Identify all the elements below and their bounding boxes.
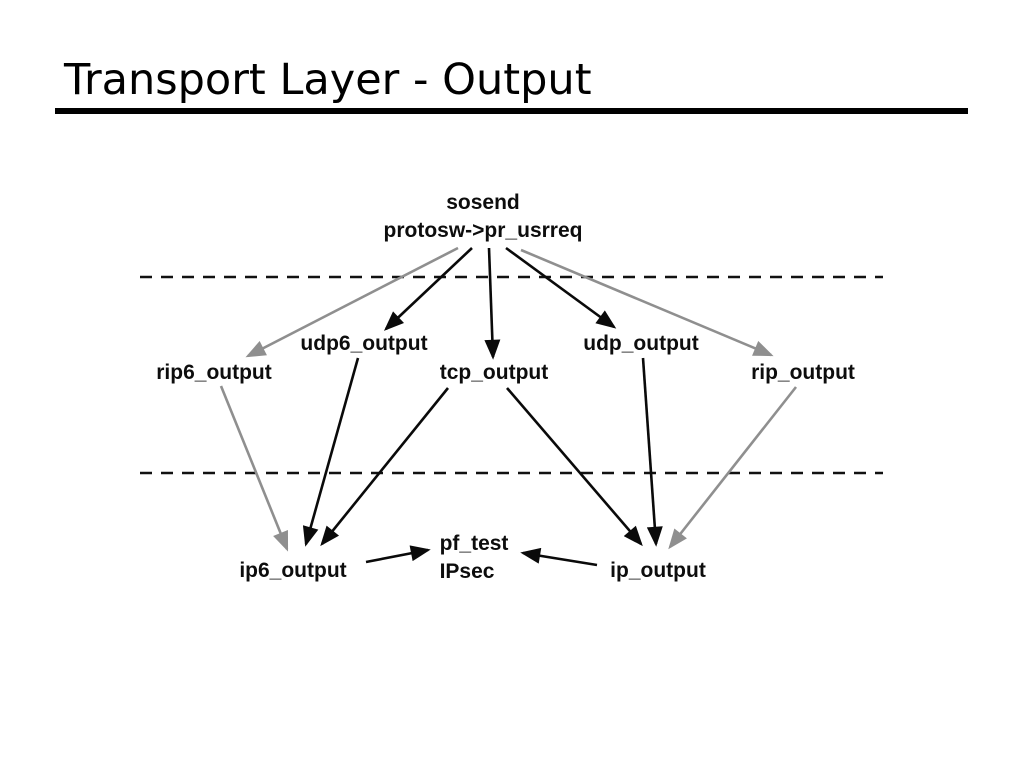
node-rip6-output: rip6_output [156,359,272,387]
arrow-ip-output-to-pf-test [520,547,598,567]
arrow-tcp-output-to-ip-output [506,387,643,547]
arrow-udp6-output-to-ip6-output [302,357,360,547]
node-udp-output: udp_output [583,330,698,358]
node-ip-output: ip_output [610,557,706,585]
arrow-rip6-output-to-ip6-output [219,385,289,552]
node-sosend: sosend protosw->pr_usrreq [384,189,583,245]
node-label: ip6_output [239,559,347,582]
node-label: protosw->pr_usrreq [383,219,583,242]
node-label: pf_test [439,532,509,555]
node-rip-output: rip_output [751,359,855,387]
arrow-sosend-to-tcp-output [484,247,501,360]
arrow-sosend-to-udp-output [505,246,617,329]
arrow-sosend-to-rip6-output [245,246,459,358]
node-label: rip6_output [156,361,272,384]
arrow-ip6-output-to-pf-test [365,545,431,564]
call-arrows [219,246,798,567]
arrow-udp-output-to-ip-output [641,357,663,547]
node-label: ip_output [610,559,706,582]
node-label: udp_output [583,332,699,355]
slide-title: Transport Layer - Output [64,55,592,105]
arrow-sosend-to-rip-output [520,248,774,357]
node-udp6-output: udp6_output [300,330,427,358]
arrow-rip-output-to-ip-output [668,386,798,550]
node-tcp-output: tcp_output [440,359,548,387]
node-label: IPsec [439,560,495,583]
arrow-sosend-to-udp6-output [383,247,473,331]
node-label: sosend [446,191,520,214]
arrow-tcp-output-to-ip6-output [320,387,450,547]
node-label: udp6_output [300,332,428,355]
layer-boundaries [140,275,883,475]
node-label: rip_output [751,361,855,384]
node-ip6-output: ip6_output [239,557,346,585]
node-label: tcp_output [439,361,549,384]
title-underline [55,108,968,114]
